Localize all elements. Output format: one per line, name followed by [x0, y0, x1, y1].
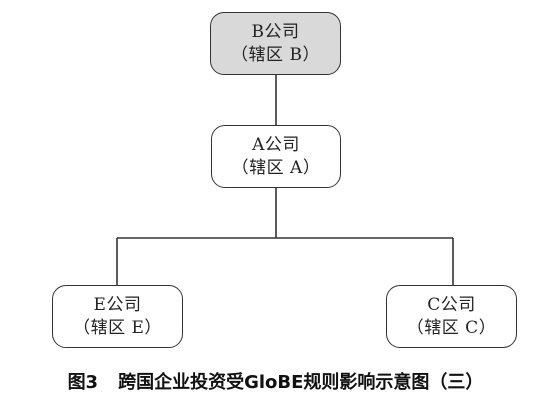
node-company-c: C公司 （辖区 C） — [386, 285, 517, 348]
node-company-a-name: A公司 — [252, 134, 300, 155]
node-company-a: A公司 （辖区 A） — [211, 125, 341, 188]
node-company-b-name: B公司 — [251, 21, 300, 42]
node-company-b-jurisdiction: （辖区 B） — [231, 44, 320, 65]
figure-title: 跨国企业投资受GloBE规则影响示意图（三） — [118, 372, 484, 393]
node-company-c-name: C公司 — [427, 294, 476, 315]
node-company-e: E公司 （辖区 E） — [52, 285, 183, 348]
node-company-a-jurisdiction: （辖区 A） — [231, 157, 321, 178]
node-company-e-name: E公司 — [93, 294, 142, 315]
figure-number: 图3 — [67, 372, 99, 393]
node-company-c-jurisdiction: （辖区 C） — [406, 317, 497, 338]
node-company-e-jurisdiction: （辖区 E） — [73, 317, 162, 338]
figure-caption: 图3 跨国企业投资受GloBE规则影响示意图（三） — [0, 368, 551, 394]
node-company-b: B公司 （辖区 B） — [210, 12, 341, 75]
